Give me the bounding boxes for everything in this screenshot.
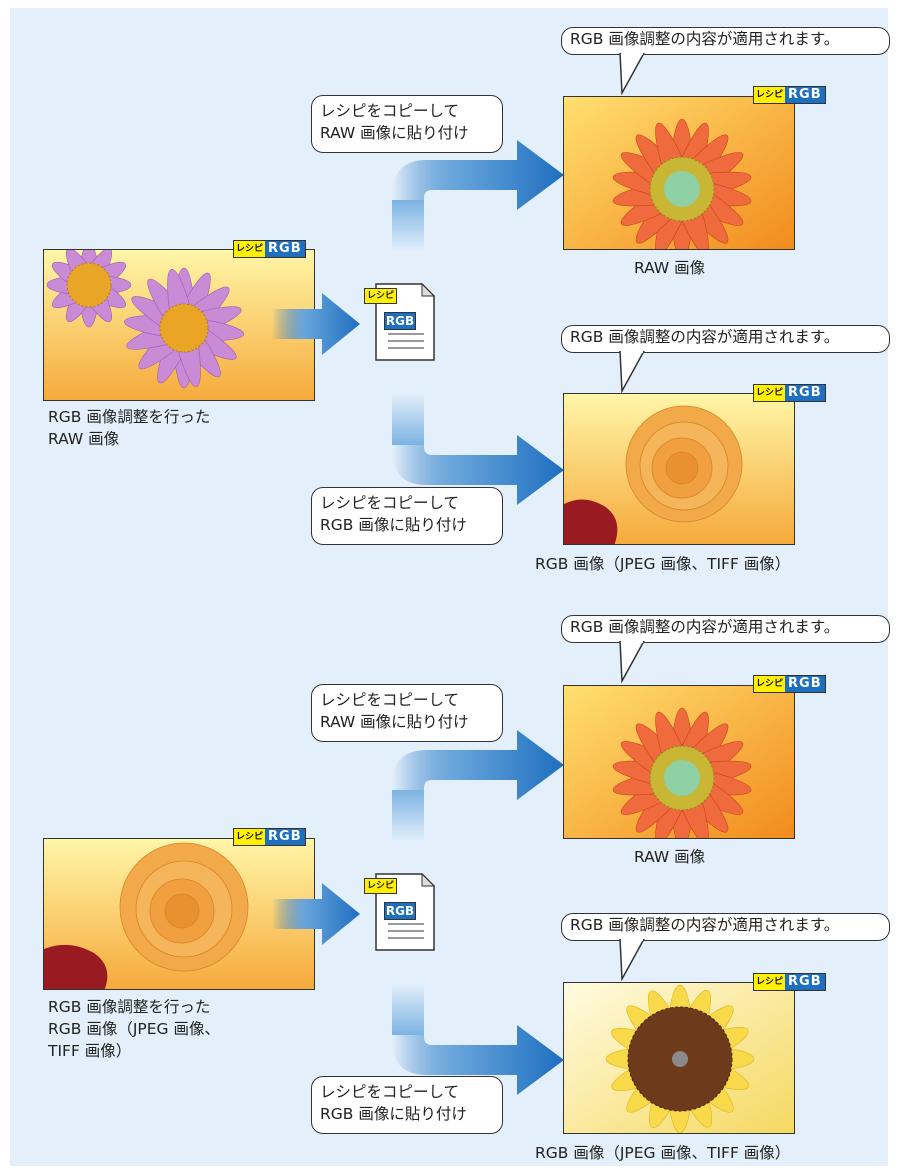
source-image-rgb: [43, 838, 315, 990]
badge-rgb-label: RGB: [785, 87, 825, 103]
top-source-caption-2: RAW 画像: [48, 430, 120, 448]
recipe-rgb-badge: レシピ RGB: [233, 828, 306, 846]
top-paste-raw-bubble: レシピをコピーして RAW 画像に貼り付け: [311, 95, 503, 153]
target-image-rgb: [563, 393, 795, 545]
paste-rgb-line1: レシピをコピーして: [320, 494, 460, 512]
top-source-caption-1: RGB 画像調整を行った: [48, 408, 211, 426]
applied-text: RGB 画像調整の内容が適用されます。: [570, 916, 840, 934]
target-image-raw: [563, 685, 795, 839]
bottom-source-caption-1: RGB 画像調整を行った: [48, 998, 211, 1016]
bottom-paste-raw-bubble: レシピをコピーして RAW 画像に貼り付け: [311, 684, 503, 742]
target-image-raw: [563, 96, 795, 250]
badge-rgb-label: RGB: [785, 676, 825, 692]
badge-rgb-label: RGB: [785, 385, 825, 401]
applied-text: RGB 画像調整の内容が適用されます。: [570, 618, 840, 636]
arrow-to-recipe-icon: [272, 293, 360, 355]
doc-recipe-label: レシピ: [364, 288, 398, 304]
bottom-applied-rgb-bubble: RGB 画像調整の内容が適用されます。: [561, 913, 890, 941]
arrow-to-raw-icon: [392, 140, 564, 252]
paste-rgb-line2: RGB 画像に貼り付け: [320, 516, 467, 534]
paste-raw-line2: RAW 画像に貼り付け: [320, 124, 469, 142]
applied-text: RGB 画像調整の内容が適用されます。: [570, 328, 840, 346]
arrow-to-rgb-icon: [392, 983, 564, 1095]
badge-recipe-label: レシピ: [754, 87, 786, 103]
bubble-tail: [619, 641, 645, 683]
badge-rgb-label: RGB: [265, 829, 305, 845]
badge-rgb-label: RGB: [785, 974, 825, 990]
doc-recipe-label: レシピ: [364, 878, 398, 894]
bubble-tail: [619, 53, 645, 95]
recipe-rgb-badge: レシピ RGB: [233, 240, 306, 258]
source-image-raw: [43, 249, 315, 401]
doc-rgb-label: RGB: [384, 312, 416, 330]
bottom-source-caption-3: TIFF 画像）: [48, 1042, 132, 1060]
top-applied-rgb-bubble: RGB 画像調整の内容が適用されます。: [561, 325, 890, 353]
recipe-document-icon: レシピ RGB: [364, 872, 436, 952]
top-target-raw-caption: RAW 画像: [634, 259, 706, 277]
badge-recipe-label: レシピ: [754, 385, 786, 401]
recipe-rgb-badge: レシピ RGB: [753, 384, 826, 402]
badge-recipe-label: レシピ: [234, 829, 266, 845]
paste-raw-line1: レシピをコピーして: [320, 691, 460, 709]
arrow-to-raw-icon: [392, 730, 564, 842]
badge-recipe-label: レシピ: [754, 676, 786, 692]
bottom-applied-raw-bubble: RGB 画像調整の内容が適用されます。: [561, 615, 890, 643]
arrow-to-rgb-icon: [392, 393, 564, 505]
bubble-tail: [619, 351, 645, 393]
recipe-rgb-badge: レシピ RGB: [753, 675, 826, 693]
recipe-document-icon: レシピ RGB: [364, 282, 436, 362]
badge-recipe-label: レシピ: [754, 974, 786, 990]
recipe-rgb-badge: レシピ RGB: [753, 86, 826, 104]
bottom-target-rgb-caption: RGB 画像（JPEG 画像、TIFF 画像）: [535, 1144, 791, 1162]
target-image-rgb: [563, 982, 795, 1134]
recipe-rgb-badge: レシピ RGB: [753, 973, 826, 991]
bubble-tail: [619, 939, 645, 981]
paste-raw-line1: レシピをコピーして: [320, 102, 460, 120]
applied-text: RGB 画像調整の内容が適用されます。: [570, 30, 840, 48]
top-applied-raw-bubble: RGB 画像調整の内容が適用されます。: [561, 27, 890, 55]
bottom-source-caption-2: RGB 画像（JPEG 画像、: [48, 1020, 220, 1038]
top-paste-rgb-bubble: レシピをコピーして RGB 画像に貼り付け: [311, 487, 503, 545]
paste-rgb-line2: RGB 画像に貼り付け: [320, 1105, 467, 1123]
doc-rgb-label: RGB: [384, 902, 416, 920]
paste-raw-line2: RAW 画像に貼り付け: [320, 713, 469, 731]
bottom-paste-rgb-bubble: レシピをコピーして RGB 画像に貼り付け: [311, 1076, 503, 1134]
paste-rgb-line1: レシピをコピーして: [320, 1083, 460, 1101]
badge-recipe-label: レシピ: [234, 241, 266, 257]
badge-rgb-label: RGB: [265, 241, 305, 257]
bottom-target-raw-caption: RAW 画像: [634, 848, 706, 866]
top-target-rgb-caption: RGB 画像（JPEG 画像、TIFF 画像）: [535, 555, 791, 573]
arrow-to-recipe-icon: [272, 883, 360, 945]
